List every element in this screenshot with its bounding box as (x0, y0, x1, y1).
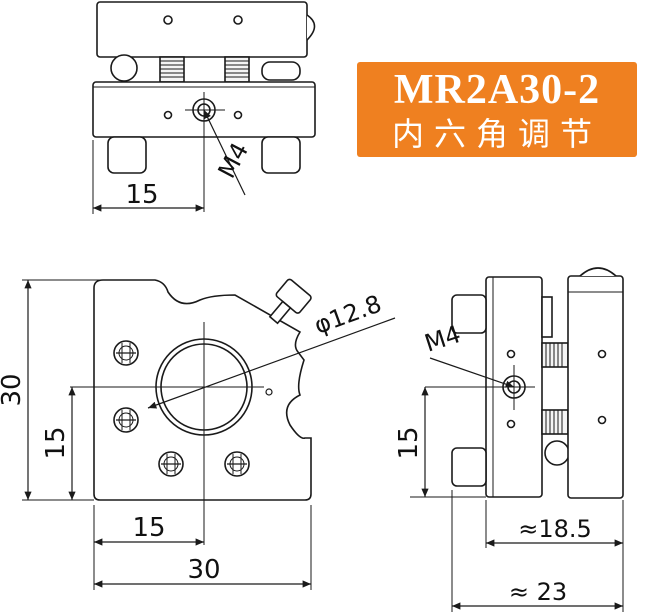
front-small-hole (265, 388, 273, 396)
side-dim-center-height-label: 15 (394, 426, 424, 459)
top-thread-label: M4 (213, 138, 255, 183)
top-plate (96, 1, 308, 58)
leg-right (261, 136, 301, 174)
screw-top-left (113, 340, 139, 366)
top-dim-width-label: 15 (125, 180, 158, 210)
side-adjuster (541, 296, 553, 338)
top-side-hole-left (163, 110, 173, 120)
ball-bearing (110, 54, 138, 82)
front-dim-center-height-label: 15 (41, 426, 71, 459)
top-side-hole-right (233, 110, 243, 120)
side-plate-hole-lower (597, 415, 607, 425)
top-view (92, 1, 316, 214)
front-dim-center-width-label: 15 (132, 513, 165, 543)
side-hole-upper (506, 349, 516, 359)
front-dim-width-label: 30 (187, 555, 220, 585)
top-plate-hole-right (233, 15, 243, 25)
aperture-diameter-label: φ12.8 (310, 290, 385, 340)
side-ball (544, 440, 570, 466)
front-view (22, 278, 396, 590)
front-adjuster (268, 278, 312, 325)
screw-bottom-right (224, 451, 250, 477)
top-plate-knob (306, 14, 316, 41)
side-dim-depth-outer-label: ≈ 23 (509, 578, 567, 606)
side-right-knob (579, 267, 617, 277)
model-number: MR2A30-2 (393, 67, 601, 113)
model-title-badge: MR2A30-2 内六角调节 (357, 62, 637, 157)
adjuster-bar (261, 61, 301, 81)
model-subtitle: 内六角调节 (391, 115, 602, 153)
screw-mid-left (113, 407, 139, 433)
front-dim-height-label: 30 (0, 373, 27, 406)
leg-left (107, 136, 147, 174)
side-prong-bottom (451, 447, 487, 487)
side-right-plate (567, 275, 624, 499)
screw-bottom-left (158, 451, 184, 477)
top-plate-hole-left (163, 15, 173, 25)
side-view (410, 267, 624, 612)
side-hole-lower (506, 419, 516, 429)
side-prong-top (451, 294, 487, 334)
side-dim-depth-inner-label: ≈18.5 (518, 515, 592, 543)
side-plate-hole-upper (597, 349, 607, 359)
